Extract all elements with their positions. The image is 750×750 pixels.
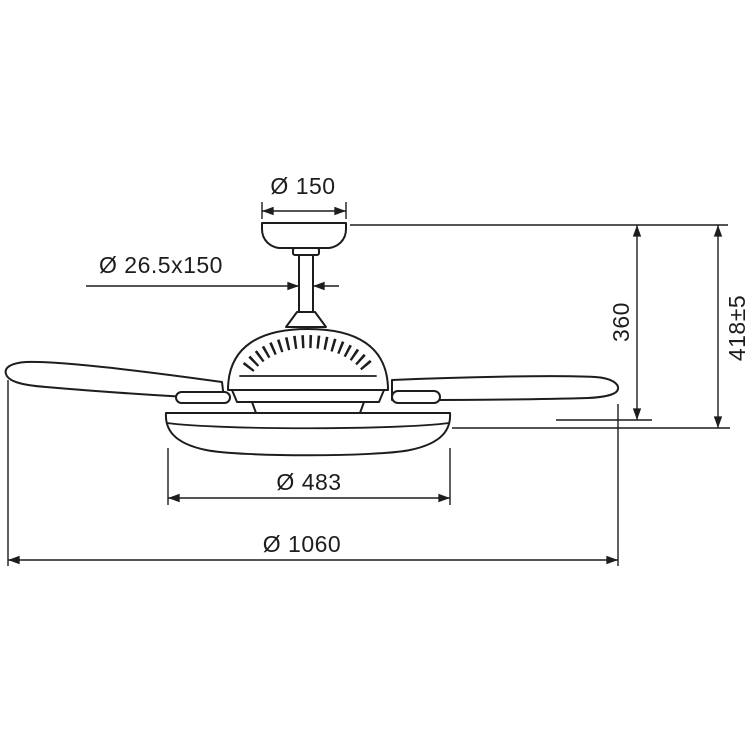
dome-vents-icon	[242, 335, 374, 373]
left-blade-iron	[175, 391, 231, 404]
light-bowl	[164, 412, 452, 457]
dim-downrod: Ø 26.5x150	[86, 252, 339, 291]
motor-neck	[285, 311, 327, 328]
dim-body-label: Ø 483	[276, 469, 341, 495]
right-blade	[391, 375, 620, 401]
fan-illustration	[4, 222, 620, 457]
motor-band-lower	[251, 401, 365, 414]
dim-total-label: 418±5	[724, 295, 750, 361]
dim-blade-sweep: Ø 1060	[7, 380, 619, 566]
dim-drop-height: 360	[350, 224, 728, 421]
right-blade-iron	[391, 390, 441, 404]
downrod	[298, 254, 314, 313]
dim-canopy-label: Ø 150	[270, 173, 335, 199]
left-blade	[4, 360, 225, 400]
dim-downrod-label: Ø 26.5x150	[99, 252, 223, 278]
canopy	[261, 222, 347, 249]
dim-sweep-label: Ø 1060	[263, 531, 341, 557]
motor-band-upper	[231, 389, 385, 403]
dim-drop-label: 360	[608, 302, 634, 342]
light-bowl-seam	[166, 422, 450, 430]
dim-total-height: 418±5	[452, 225, 750, 429]
canopy-collar	[292, 247, 320, 256]
motor-dome	[227, 328, 389, 391]
dim-canopy-diameter: Ø 150	[261, 173, 347, 219]
dim-body-diameter: Ø 483	[167, 448, 451, 505]
